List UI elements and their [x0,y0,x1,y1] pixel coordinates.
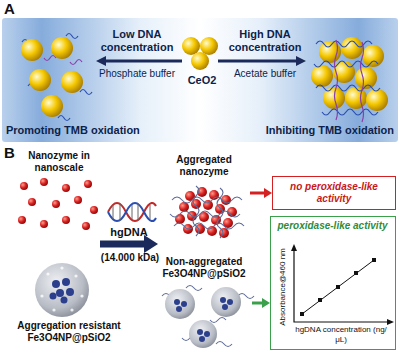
condition-label: Low DNA concentration [92,28,182,54]
item-label: Aggregation resistant Fe3O4NP@pSiO2 [4,320,134,344]
reagent-label: hgDNA [98,226,160,239]
axis-label: Absorbance@460 nm [278,247,288,327]
result-text: peroxidase-like activity [274,220,391,232]
connector-arrow [252,298,270,308]
result-box: no peroxidase-like activity [272,176,396,210]
aggregate-group: Aggregated nanozyme [158,154,250,242]
panel-letter: B [4,144,20,161]
connector-line [252,302,263,305]
outcome-label: Inhibiting TMB oxidation [218,124,394,137]
buffer-label: Acetate buffer [220,68,310,80]
result-text: no peroxidase-like activity [277,181,391,205]
condition-label: High DNA concentration [220,28,310,54]
axis-label: hgDNA concentration (ng/μL) [291,325,391,345]
outcome-label: Promoting TMB oxidation [6,124,182,137]
item-label: Nanozyme in nanoscale [14,150,104,174]
panel-letter: A [4,0,20,17]
reaction-band: Low DNA concentrationPhosphate bufferCeO… [2,18,398,142]
arrow-head [262,298,270,308]
arrow-head [264,188,272,198]
buffer-label: Phosphate buffer [92,68,182,80]
reagent-label: (14.000 kDa) [94,252,166,264]
group-heading: Aggregated nanozyme [158,154,250,178]
particle-group: Non-aggregated Fe3O4NP@pSiO2 [156,256,252,352]
group-heading: Non-aggregated Fe3O4NP@pSiO2 [156,256,252,280]
connector-arrow [250,188,272,198]
connector-line [250,192,265,195]
result-box: peroxidase-like activityAbsorbance@460 n… [270,216,396,350]
material-label: CeO2 [178,74,226,87]
